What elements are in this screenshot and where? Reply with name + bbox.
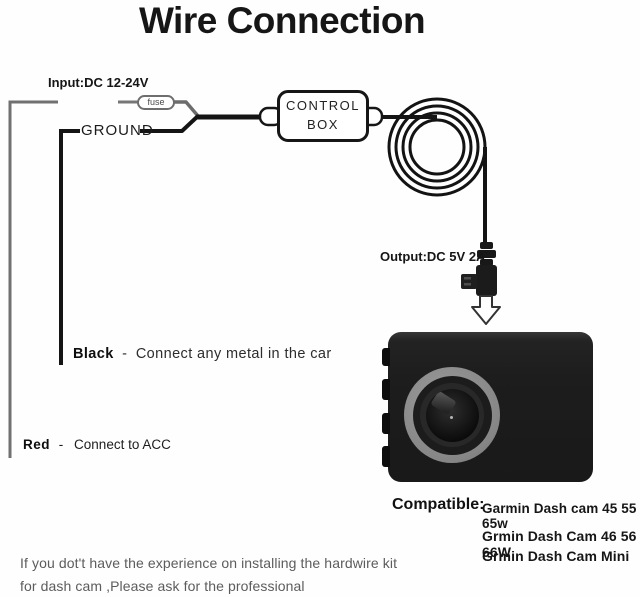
camera-side-button <box>382 413 390 434</box>
compatible-model: Grmin Dash Cam Mini <box>482 548 630 564</box>
red-wire-note: Red - Connect to ACC <box>23 437 171 452</box>
camera-side-button <box>382 348 390 366</box>
compatible-model: Grmin Dash Cam 46 56 66W <box>482 528 637 560</box>
dash-camera-image <box>382 332 593 482</box>
black-wire-name: Black <box>73 346 114 362</box>
input-voltage-label: Input:DC 12-24V <box>48 75 149 90</box>
compatible-model: Garmin Dash cam 45 55 65w <box>482 501 637 531</box>
black-wire-note: Black - Connect any metal in the car <box>73 346 332 362</box>
disclaimer-note: If you dot't have the experience on inst… <box>20 552 397 597</box>
output-voltage-label: Output:DC 5V 2A <box>380 249 486 264</box>
black-wire-description: Connect any metal in the car <box>135 346 332 362</box>
cable-coil <box>387 97 487 197</box>
camera-lens-glass <box>425 388 479 442</box>
power-wire <box>8 100 58 458</box>
camera-side-button <box>382 379 390 400</box>
lens-highlight-dot <box>449 415 453 419</box>
usb-strain-relief <box>477 242 496 266</box>
down-arrow-icon <box>471 295 501 325</box>
red-wire-dash: - <box>58 437 64 452</box>
disclaimer-line1: If you dot't have the experience on inst… <box>20 555 398 571</box>
page-title: Wire Connection <box>138 0 426 41</box>
black-wire-dash: - <box>122 346 128 362</box>
control-box-label-line1: CONTROL <box>285 98 361 114</box>
red-wire-name: Red <box>23 437 51 452</box>
control-box: CONTROL BOX <box>277 90 369 142</box>
lens-reflection <box>429 390 457 415</box>
camera-side-button <box>382 446 390 467</box>
disclaimer-line2: for dash cam ,Please ask for the profess… <box>20 578 305 594</box>
ground-wire-junction <box>140 114 200 133</box>
fuse-label: fuse <box>147 97 165 107</box>
fuse-symbol: fuse <box>137 95 175 110</box>
compatible-label: Compatible: <box>392 496 485 513</box>
usb-plug-icon <box>461 265 497 296</box>
ground-label: GROUND <box>81 122 154 139</box>
camera-lens <box>404 367 500 463</box>
ground-wire <box>59 129 80 365</box>
control-box-label-line2: BOX <box>307 117 339 132</box>
red-wire-description: Connect to ACC <box>74 437 171 452</box>
fuse-lead-right <box>172 100 200 118</box>
